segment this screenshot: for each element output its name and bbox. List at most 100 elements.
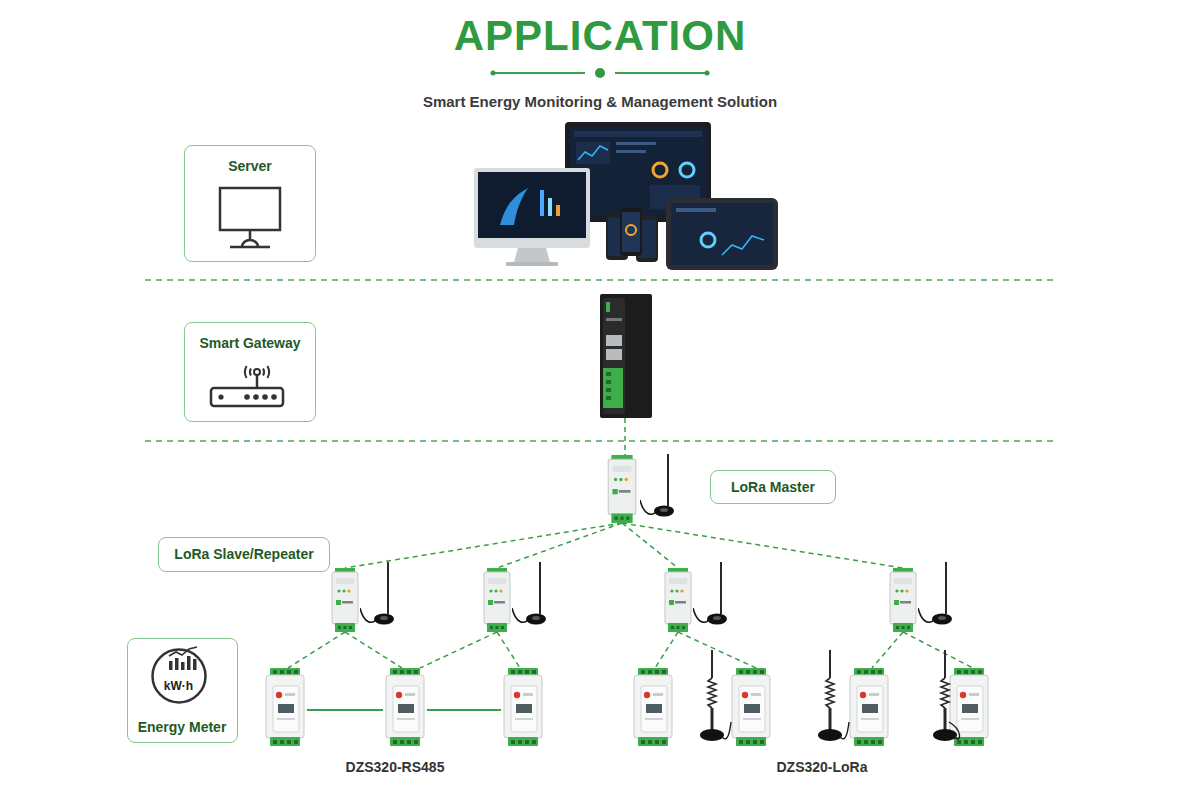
page-title: APPLICATION [454,12,747,60]
gateway-device [600,294,652,418]
tier-divider [145,440,1055,442]
title-ornament [491,68,710,78]
lora-master-device [608,454,674,523]
display-devices [556,205,560,216]
node-label: Energy Meter [138,719,227,736]
meter-antenna [840,722,849,739]
network-link [345,523,622,568]
node-label: Server [228,158,272,175]
lora-slave-device [332,568,358,632]
display-devices [578,146,608,160]
display-devices [671,203,773,265]
energy-meter-device [266,668,304,746]
display-devices [500,188,528,225]
node-label: kW·h [164,679,193,693]
node-label: LoRa Slave/Repeater [174,546,313,563]
router-icon [211,388,283,406]
model-label: DZS320-LoRa [776,759,867,775]
rs485-wire [427,709,501,711]
meter-chart-icon [193,659,197,670]
network-link [622,523,678,568]
title-ornament [491,71,496,76]
router-icon [262,394,268,400]
network-link [497,632,520,668]
meter-chart-icon [175,658,179,670]
gateway-device [606,372,611,376]
network-link [497,523,622,568]
network-link [420,632,497,668]
gateway-device [606,302,610,312]
gateway-device [606,396,611,400]
server-icon [220,188,280,230]
network-link [903,632,973,668]
energy-meter-device [386,668,424,746]
lora-master-device [640,454,674,517]
display-devices [676,208,716,212]
display-devices [701,233,715,247]
gateway-device [606,335,622,346]
circle-outline [151,648,207,704]
lora-slave-device [332,562,952,632]
meter-antenna [722,722,731,739]
gateway-device [600,294,652,418]
meter-antenna [818,650,842,741]
node-label: Smart Gateway [199,335,300,352]
gateway-device [606,349,622,360]
energy-meter-device [732,668,770,746]
model-label: DZS320-RS485 [346,759,445,775]
lora-slave-device [665,568,691,632]
network-link [624,418,626,456]
network-link [345,632,402,668]
meter-antenna [949,722,960,739]
meter-chart-icon [169,661,173,670]
router-icon [262,369,265,376]
network-link [288,632,345,668]
tier-box: Energy Meter kW·h [127,638,238,743]
display-devices [722,236,764,255]
network-link [288,418,973,668]
energy-meter-device [266,668,988,746]
energy-meter-device [634,668,672,746]
router-icon [245,366,247,378]
display-devices [548,198,552,216]
gateway-device [603,368,623,408]
display-devices [478,172,586,238]
subtitle: Smart Energy Monitoring & Management Sol… [423,93,777,110]
tier-box: Smart Gateway [184,322,316,422]
display-devices [474,122,778,270]
server-icon [220,188,280,247]
display-devices [616,142,656,145]
lora-slave-device [693,562,727,625]
router-icon [249,369,252,376]
display-devices [574,131,702,137]
server-icon [249,230,252,240]
lora-slave-device [918,562,952,625]
router-icon [253,394,259,400]
tier-divider [145,279,1055,281]
node-label: LoRa Master [731,479,815,496]
display-devices [514,248,550,262]
display-devices [653,163,667,177]
gateway-device [603,298,625,414]
display-devices [620,208,642,256]
lora-master-device [608,455,636,523]
meter-chart-icon [187,656,191,670]
callout-box: LoRa Slave/Repeater [158,537,330,572]
title-ornament [595,68,605,78]
title-ornament [493,72,585,74]
router-icon [267,366,269,378]
callout-box: LoRa Master [710,470,836,504]
router-icon [211,366,283,406]
gateway-device [606,388,611,392]
circle-outline [152,650,205,703]
lora-slave-device [484,568,510,632]
display-devices [540,190,544,216]
router-icon [256,375,259,388]
router-icon [271,394,277,400]
display-devices [576,142,610,164]
server-icon [230,246,270,249]
lora-slave-device [890,568,916,632]
energy-meter-device [850,668,888,746]
